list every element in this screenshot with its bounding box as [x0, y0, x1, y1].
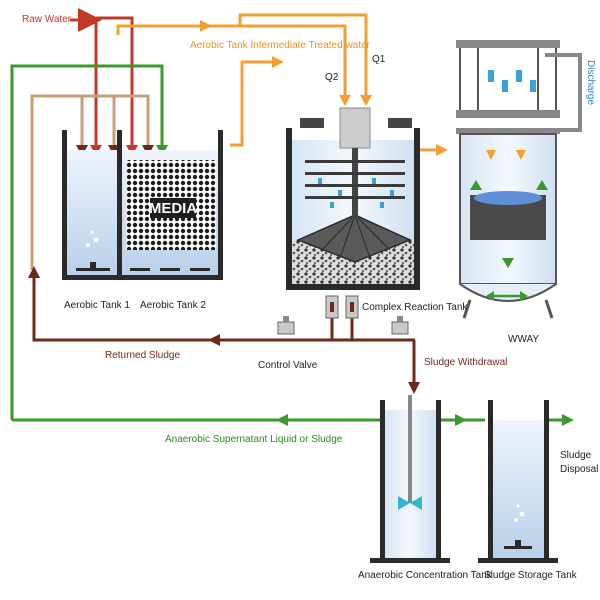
bubbles-icon	[514, 504, 525, 522]
raw-water-label: Raw Water	[22, 14, 72, 25]
q1-label: Q1	[372, 54, 386, 65]
wway-unit	[456, 40, 582, 319]
treated-water-arrowheads	[200, 20, 448, 156]
wway-label: WWAY	[508, 334, 539, 345]
returned-sludge-arrowheads	[28, 266, 420, 394]
supernatant-arrowheads	[276, 414, 574, 426]
discharge-label: Discharge	[585, 60, 596, 105]
returned-sludge-label: Returned Sludge	[105, 350, 180, 361]
complex-reaction-tank	[286, 107, 420, 319]
aerobic-tank-1	[62, 130, 122, 280]
bubbles-icon	[86, 230, 99, 247]
valve-icon	[391, 316, 409, 335]
wway-arrowheads	[486, 150, 526, 160]
impeller-icon	[398, 496, 422, 510]
aerobic-intermediate-label: Aerobic Tank Intermediate Treated water	[190, 40, 371, 51]
anaerobic-concentration-tank	[370, 395, 450, 563]
anaerobic-concentration-tank-label: Anaerobic Concentration Tank	[358, 570, 493, 581]
aerobic-tank-1-label: Aerobic Tank 1	[64, 300, 130, 311]
anaerobic-supernatant-label: Anaerobic Supernatant Liquid or Sludge	[165, 434, 343, 445]
diffuser-rows	[305, 160, 405, 199]
valve-icon	[277, 316, 295, 335]
tan-lines	[30, 94, 150, 270]
aerobic-tank-2: MEDIA	[117, 130, 223, 280]
control-valve-label: Control Valve	[258, 360, 318, 371]
sludge-disposal-label-2: Disposal	[560, 464, 598, 475]
media-label: MEDIA	[149, 200, 198, 217]
complex-reaction-tank-label: Complex Reaction Tank	[362, 302, 468, 313]
treated-water-lines	[116, 13, 440, 152]
sludge-disposal-label-1: Sludge	[560, 450, 592, 461]
supernatant-top-line	[10, 64, 164, 420]
sludge-withdrawal-label: Sludge Withdrawal	[424, 357, 507, 368]
raw-water-lines	[70, 8, 134, 150]
discharge-pipe	[545, 53, 582, 132]
cone-settler	[296, 214, 412, 263]
sludge-storage-tank-label: Sludge Storage Tank	[484, 570, 578, 581]
aerobic-tank-2-label: Aerobic Tank 2	[140, 300, 206, 311]
bubbles-icon	[318, 178, 394, 208]
outlet-valves	[325, 295, 359, 319]
sludge-storage-tank	[478, 400, 558, 563]
q2-label: Q2	[325, 72, 339, 83]
